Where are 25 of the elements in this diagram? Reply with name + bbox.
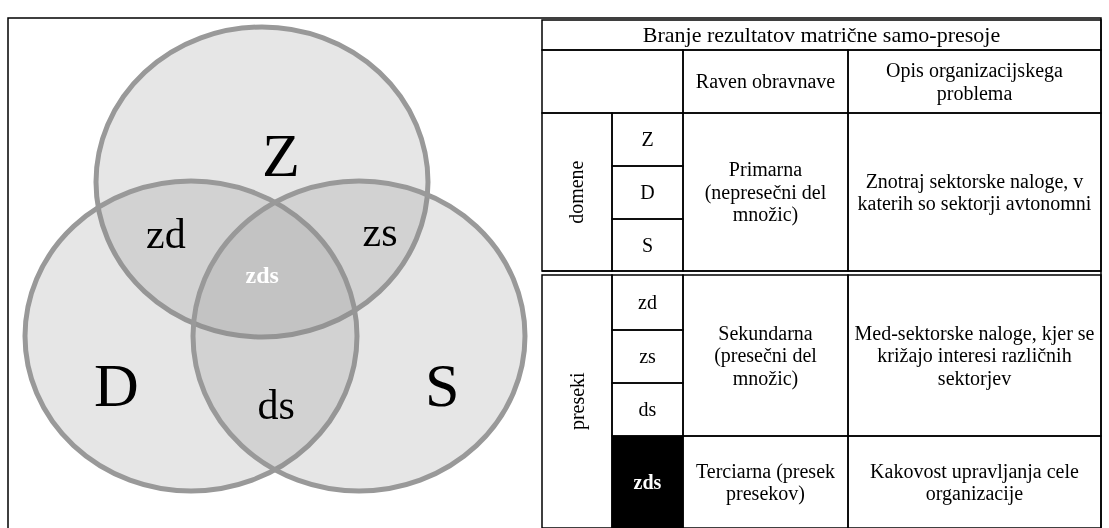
table-cell-text: Z: [641, 128, 654, 151]
table-cell-text: D: [640, 181, 655, 204]
row-group-label: preseki: [565, 372, 589, 431]
table-cell-text: Med-sektorske naloge, kjer se križajo interesi različnih sektorjev: [853, 321, 1096, 390]
set-label: S: [425, 354, 460, 416]
intersection-label: zs: [362, 211, 398, 253]
intersection-label: zd: [146, 213, 186, 255]
table-cell-text: Znotraj sektorske naloge, v katerih so sektorji avtonomni: [856, 169, 1093, 215]
intersection-label: zds: [245, 263, 279, 287]
table-cell-text: zs: [639, 345, 656, 368]
table-cell-text: zd: [638, 291, 657, 314]
table-cell-text: Kakovost upravljanja cele organizacije: [869, 459, 1080, 505]
table-cell-text: Opis organizacijskega problema: [885, 59, 1064, 104]
table-cell-text: Terciarna (presek presekov): [694, 459, 837, 505]
table-cell-text: ds: [638, 398, 657, 421]
table-cell-text: Primarna (nepresečni del množic): [703, 158, 828, 226]
set-label: D: [94, 354, 139, 416]
table-cell-text: Raven obravnave: [695, 70, 836, 93]
table-cell-text: Sekundarna (presečni del množic): [713, 321, 818, 390]
table-cell-text: S: [641, 233, 654, 257]
set-label: Z: [262, 124, 300, 186]
table-title: Branje rezultatov matrične samo-presoje: [642, 22, 1001, 48]
row-group-label: domene: [565, 160, 589, 224]
intersection-label: ds: [257, 384, 295, 426]
highlighted-cell: zds: [612, 436, 683, 528]
